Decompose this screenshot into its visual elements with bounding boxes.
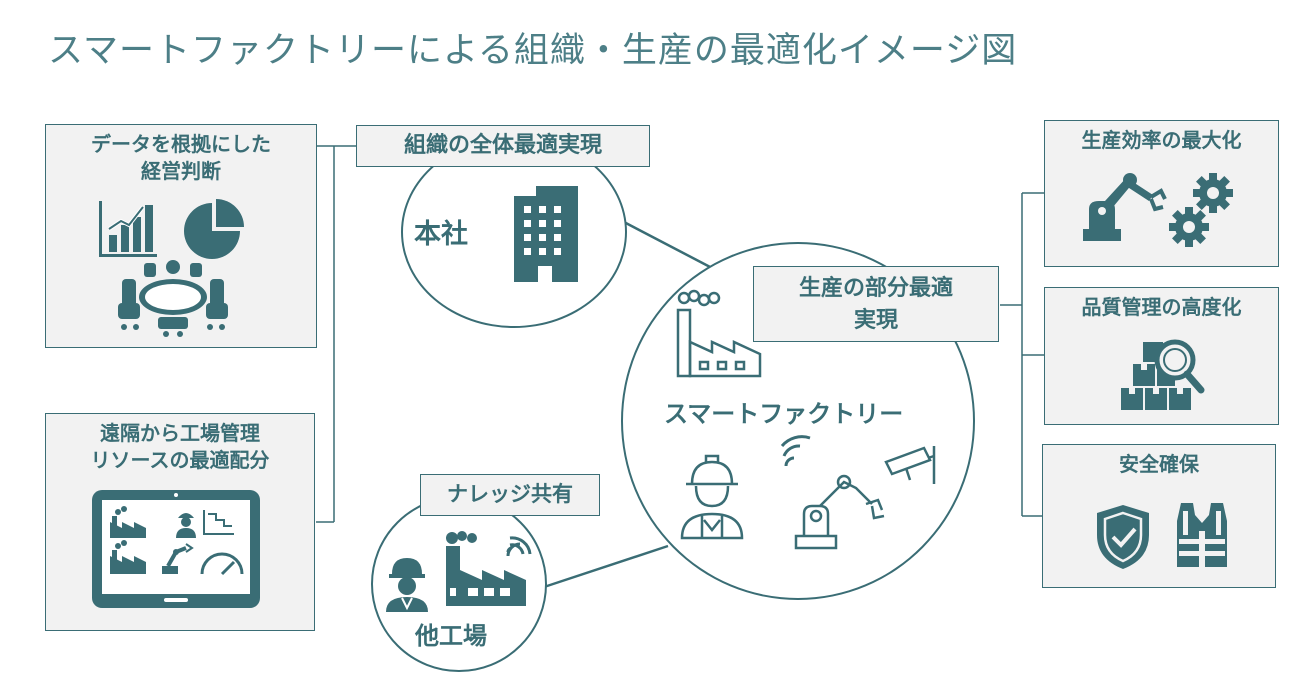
gears-icon bbox=[1169, 173, 1233, 247]
factory-icon bbox=[446, 531, 526, 606]
tablet-dashboard-icon bbox=[92, 490, 260, 608]
boxes-magnifier-icon bbox=[1121, 339, 1205, 410]
tag-line: 実現 bbox=[853, 308, 898, 333]
smart-factory-tag: 生産の部分最適 実現 bbox=[753, 266, 999, 342]
factory-icon bbox=[676, 289, 762, 378]
smart-factory-label: スマートファクトリー bbox=[664, 400, 904, 428]
box-title: 品質管理の高度化 bbox=[1081, 295, 1242, 319]
page-title: スマートファクトリーによる組織・生産の最適化イメージ図 bbox=[48, 31, 1018, 71]
branch-label: 他工場 bbox=[415, 622, 487, 650]
meeting-table-icon bbox=[118, 260, 228, 337]
robot-arm-icon bbox=[794, 474, 885, 550]
box-title: 安全確保 bbox=[1119, 452, 1199, 476]
worker-icon bbox=[386, 558, 428, 612]
headquarters-label: 本社 bbox=[414, 219, 468, 250]
shield-check-icon bbox=[1097, 505, 1149, 569]
production-efficiency-box: 生産効率の最大化 bbox=[1044, 120, 1279, 267]
box-title-line: データを根拠にした bbox=[91, 132, 271, 156]
safety-vest-icon bbox=[1177, 503, 1227, 567]
data-driven-management-box: データを根拠にした 経営判断 bbox=[45, 124, 317, 348]
wireless-icon bbox=[506, 536, 532, 557]
box-title-line: リソースの最適配分 bbox=[90, 448, 270, 472]
tag-line: 生産の部分最適 bbox=[798, 276, 953, 301]
robot-arm-icon bbox=[1083, 173, 1167, 241]
worker-icon bbox=[680, 454, 744, 540]
security-camera-icon bbox=[884, 446, 936, 484]
branch-tag: ナレッジ共有 bbox=[420, 474, 600, 516]
quality-control-box: 品質管理の高度化 bbox=[1044, 287, 1279, 425]
remote-management-box: 遠隔から工場管理 リソースの最適配分 bbox=[45, 413, 315, 631]
safety-box: 安全確保 bbox=[1042, 444, 1276, 588]
bar-chart-icon bbox=[99, 201, 157, 257]
box-title: 生産効率の最大化 bbox=[1081, 128, 1242, 152]
pie-chart-icon bbox=[184, 199, 244, 259]
wireless-icon bbox=[780, 435, 811, 467]
box-title-line: 遠隔から工場管理 bbox=[100, 421, 260, 445]
headquarters-tag: 組織の全体最適実現 bbox=[356, 125, 650, 167]
box-title-line: 経営判断 bbox=[141, 159, 221, 183]
office-building-icon bbox=[514, 186, 578, 282]
